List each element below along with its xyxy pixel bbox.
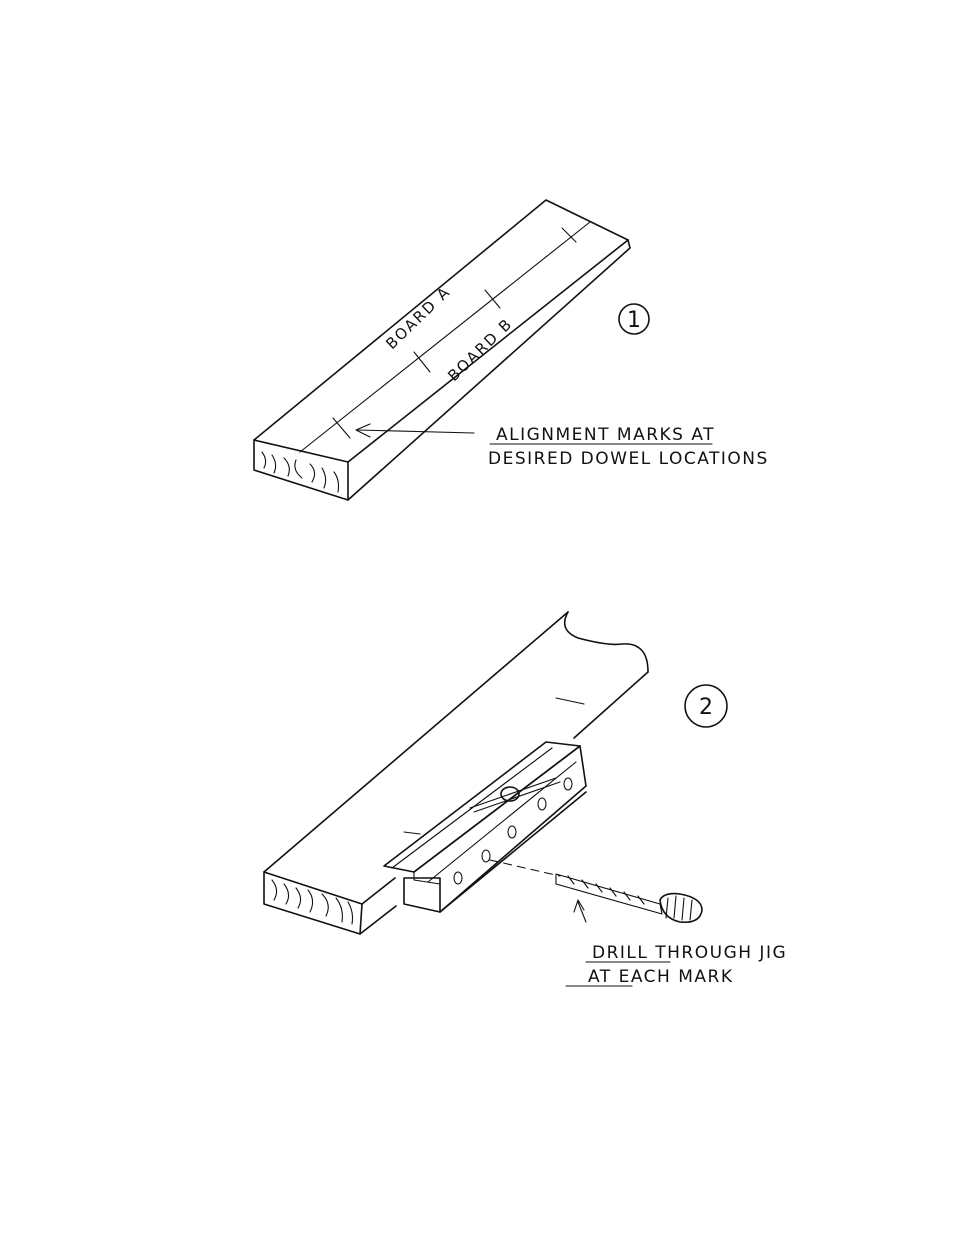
step2-figure: 2 — [264, 612, 727, 934]
step2-callout-line1: DRILL THROUGH JIG — [592, 943, 787, 963]
board-break-curve — [565, 612, 648, 672]
step1-number: 1 — [627, 308, 641, 333]
board-b-label: BOARD B — [444, 314, 516, 385]
alignment-mark-a — [556, 698, 584, 704]
step1-callout-line1: ALIGNMENT MARKS AT — [496, 425, 715, 445]
guide-hole-3 — [508, 826, 516, 838]
step2-number: 2 — [699, 695, 713, 720]
guide-hole-1 — [454, 872, 462, 884]
callout-arrow-2 — [574, 900, 586, 922]
end-grain-pattern-2 — [272, 880, 353, 924]
board-near-edge-lower — [362, 878, 395, 904]
step2-callout-line2: AT EACH MARK — [588, 967, 733, 987]
drill-bit — [490, 860, 702, 922]
callout-arrow-1 — [356, 424, 474, 437]
guide-hole-2 — [482, 850, 490, 862]
step1-callout-line2: DESIRED DOWEL LOCATIONS — [488, 449, 769, 469]
alignment-mark-b — [404, 832, 420, 834]
boards-end-face — [254, 440, 348, 500]
boards-top-face — [254, 200, 628, 462]
board-front-top-edge — [264, 872, 362, 904]
guide-hole-4 — [538, 798, 546, 810]
doweling-jig — [384, 742, 586, 912]
board-a-label: BOARD A — [382, 282, 454, 352]
guide-hole-5 — [564, 778, 572, 790]
end-grain-pattern — [262, 452, 339, 492]
board-seam-line — [300, 222, 590, 452]
alignment-marks — [333, 228, 576, 438]
board-bottom-edge — [360, 906, 396, 934]
board-near-edge — [574, 672, 648, 738]
